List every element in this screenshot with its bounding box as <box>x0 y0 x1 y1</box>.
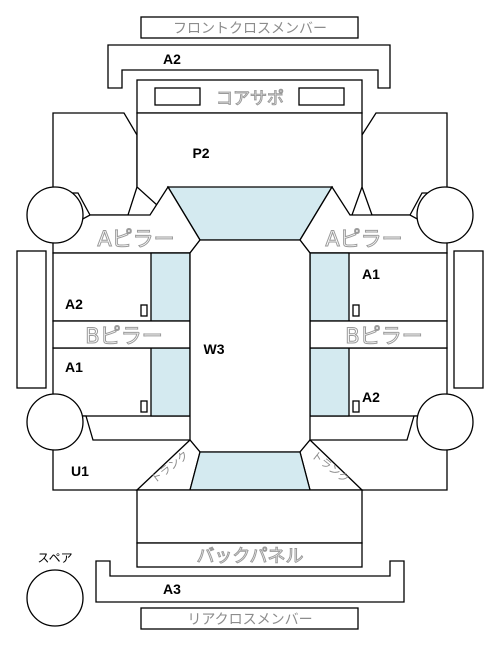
spare-label: スペア <box>37 551 72 565</box>
rear-door-right-code: A2 <box>362 389 380 405</box>
front-wheel-right[interactable] <box>416 186 474 244</box>
roof-code: W3 <box>204 341 225 357</box>
rear-door-right-window[interactable] <box>309 347 350 417</box>
rear-cross-member[interactable] <box>95 560 405 603</box>
b-pillar-left[interactable] <box>52 320 191 349</box>
front-cross-member-code: A2 <box>163 51 181 67</box>
front-door-left-window[interactable] <box>150 252 191 322</box>
a-pillar-left-label: Aピラー <box>97 227 174 251</box>
front-cross-member-label: フロントクロスメンバー <box>173 21 327 37</box>
trunk-lid[interactable] <box>136 489 363 544</box>
side-skirt-left[interactable] <box>16 250 47 389</box>
front-door-left-handle <box>140 304 148 317</box>
front-door-right-handle <box>352 304 360 317</box>
core-support-left-slot <box>154 87 201 106</box>
front-cross-member[interactable] <box>107 44 391 89</box>
rear-door-left-handle <box>140 400 148 413</box>
rear-cross-member-label: リアクロスメンバー <box>187 612 312 628</box>
core-support-right-slot <box>298 87 345 106</box>
b-pillar-left-label: Bピラー <box>85 324 162 348</box>
rear-wheel-left[interactable] <box>26 393 84 451</box>
rear-wheel-right[interactable] <box>416 393 474 451</box>
rear-door-right-handle <box>352 400 360 413</box>
b-pillar-right-label: Bピラー <box>345 324 422 348</box>
front-door-left-code: A2 <box>65 296 83 312</box>
rear-cross-member-code: A3 <box>163 581 181 597</box>
rear-cross-member-label-box <box>140 607 359 630</box>
rear-door-left-code: A1 <box>65 359 83 375</box>
rear-window[interactable] <box>189 451 311 491</box>
front-door-right-code: A1 <box>362 266 380 282</box>
front-door-right-window[interactable] <box>309 252 350 322</box>
rear-quarter-left-code: U1 <box>71 463 89 479</box>
front-wheel-left[interactable] <box>26 186 84 244</box>
back-panel[interactable] <box>136 542 363 568</box>
spare-tire[interactable] <box>26 569 84 627</box>
side-skirt-right[interactable] <box>453 250 484 389</box>
a-pillar-right-label: Aピラー <box>325 227 402 251</box>
rear-door-left-window[interactable] <box>150 347 191 417</box>
core-support-label: コアサポ <box>216 89 284 109</box>
back-panel-label: バックパネル <box>196 546 303 567</box>
bonnet-code: P2 <box>192 145 209 161</box>
front-cross-member-label-box <box>140 16 359 39</box>
